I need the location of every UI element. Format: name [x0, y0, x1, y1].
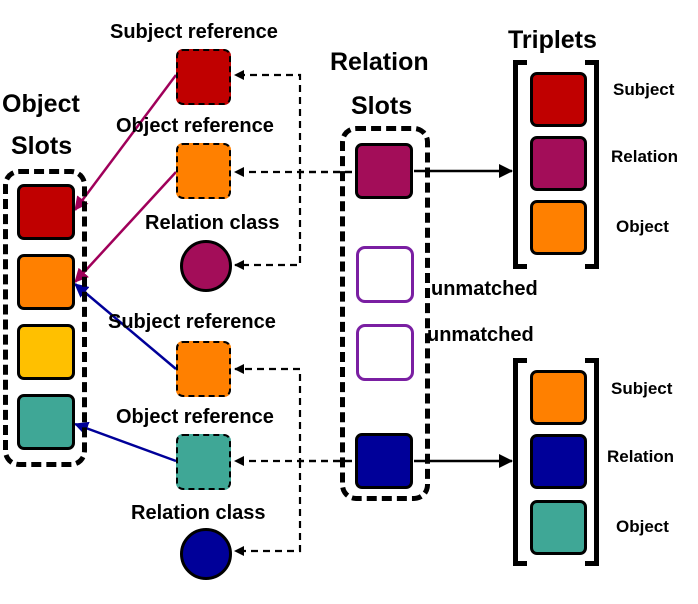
- triplet-2-subject-label: Subject: [611, 379, 673, 398]
- subject-reference-box-2: [176, 341, 231, 397]
- triplet-2-relation-label: Relation: [607, 447, 675, 466]
- unmatched-label-1: unmatched: [431, 278, 538, 300]
- unmatched-label-2: unmatched: [427, 324, 534, 346]
- triplet-2-object-box: [530, 500, 587, 555]
- triplet-2-subject-box: [530, 370, 587, 425]
- triplet-1-subject-label: Subject: [613, 80, 675, 99]
- blue-arrow-object-2: [74, 421, 177, 463]
- object-reference-box-2: [176, 434, 231, 490]
- relation-class-circle-1: [180, 240, 232, 292]
- triplet-1-subject-box: [530, 72, 587, 127]
- relation-slots-group: [340, 126, 430, 501]
- triplets-title: Triplets: [508, 26, 597, 54]
- relation-class-circle-2: [180, 528, 232, 580]
- triplet-1-object-label: Object: [616, 217, 669, 236]
- object-slot-orange: [17, 254, 75, 310]
- relation-slots-title-line2: Slots: [351, 92, 413, 120]
- triplet-1-relation-label: Relation: [611, 147, 679, 166]
- object-slot-teal: [17, 394, 75, 450]
- relation-slot-unmatched-1: [356, 246, 414, 303]
- triplet-2-object-label: Object: [616, 517, 669, 536]
- object-slots-title-line2: Slots: [11, 132, 73, 160]
- relation-class-label-1: Relation class: [145, 212, 280, 234]
- subject-reference-label-1: Subject reference: [110, 21, 278, 43]
- object-slot-red: [17, 184, 75, 240]
- object-slots-group: [3, 169, 87, 467]
- triplet-2-right-bracket: [585, 358, 599, 566]
- relation-slot-unmatched-2: [356, 324, 414, 381]
- magenta-arrow-subject-1: [73, 74, 178, 211]
- object-reference-box-1: [176, 143, 231, 199]
- object-reference-label-1: Object reference: [116, 115, 274, 137]
- triplet-2-relation-box: [530, 434, 587, 489]
- object-slot-yellow: [17, 324, 75, 380]
- object-slots-title-line1: Object: [2, 90, 80, 118]
- dashed-connector-relation-class-1: [234, 172, 302, 270]
- subject-reference-label-2: Subject reference: [108, 311, 276, 333]
- object-reference-label-2: Object reference: [116, 406, 274, 428]
- blue-arrow-subject-2: [74, 283, 177, 370]
- subject-reference-box-1: [176, 49, 231, 105]
- relation-class-label-2: Relation class: [131, 502, 266, 524]
- triplet-1-relation-box: [530, 136, 587, 191]
- relation-slots-title-line1: Relation: [330, 48, 429, 76]
- dashed-connector-relation-class-2: [234, 461, 302, 556]
- triplet-1-left-bracket: [513, 60, 527, 269]
- relation-slot-navy: [355, 433, 413, 489]
- relation-slot-magenta: [355, 143, 413, 199]
- triplet-1-object-box: [530, 200, 587, 255]
- triplet-1-right-bracket: [585, 60, 599, 269]
- magenta-arrow-object-1: [74, 171, 177, 283]
- triplet-2-left-bracket: [513, 358, 527, 566]
